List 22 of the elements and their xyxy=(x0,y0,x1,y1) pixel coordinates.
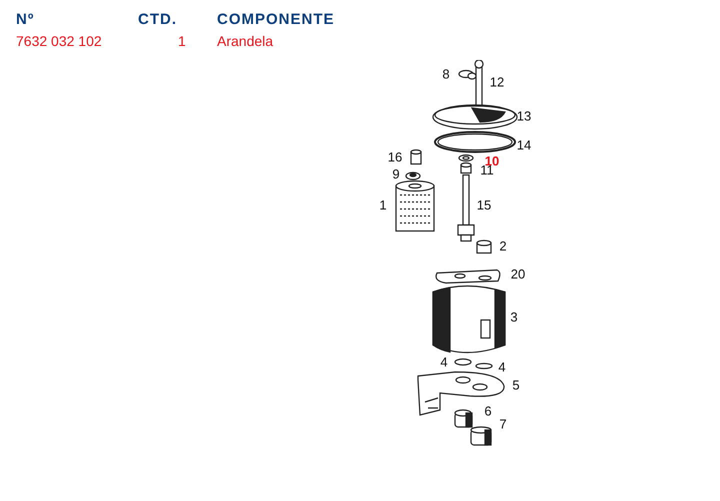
callout-number: 3 xyxy=(510,310,518,324)
callout-number: 16 xyxy=(388,150,402,164)
component-name: Arandela xyxy=(217,34,274,48)
callout-number: 7 xyxy=(499,418,507,430)
part-number: 7632 032 102 xyxy=(16,34,102,48)
callout-number: 13 xyxy=(516,110,532,122)
callout-number: 12 xyxy=(490,76,504,88)
callout-number: 2 xyxy=(499,240,507,252)
callout-number: 20 xyxy=(510,268,526,280)
callout-number: 5 xyxy=(512,378,520,392)
callout-number: 1 xyxy=(379,198,387,212)
callout-number: 6 xyxy=(484,404,492,418)
callout-number: 15 xyxy=(476,198,492,212)
column-header: Nº xyxy=(16,12,34,27)
callout-number: 9 xyxy=(392,168,400,180)
quantity-value: 1 xyxy=(178,34,186,48)
callout-number: 8 xyxy=(442,68,450,80)
column-header: COMPONENTE xyxy=(217,12,335,27)
callout-number: 4 xyxy=(498,360,506,374)
callout-number: 14 xyxy=(516,138,532,152)
callout-number: 4 xyxy=(440,356,448,368)
column-header: CTD. xyxy=(138,12,177,27)
